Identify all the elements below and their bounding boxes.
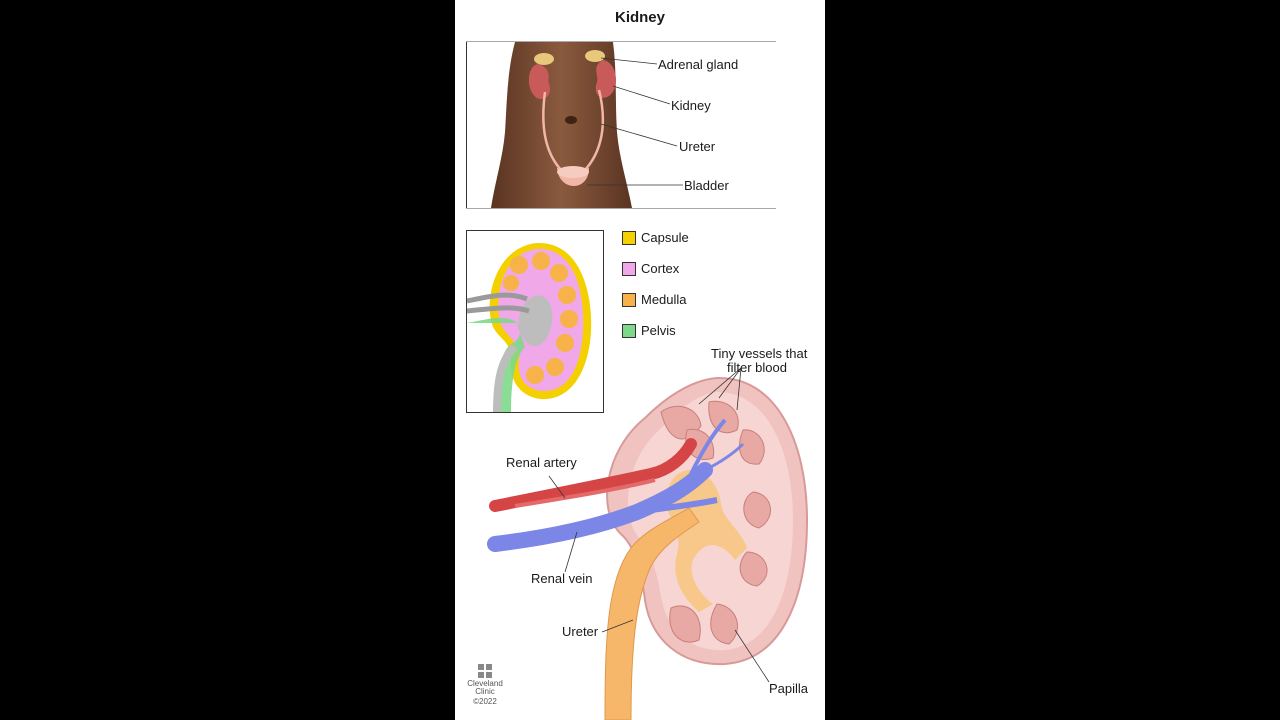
divider-line bbox=[466, 41, 776, 42]
label-tiny-vessels-line1: Tiny vessels that bbox=[711, 346, 808, 361]
legend-label-pelvis: Pelvis bbox=[641, 323, 676, 338]
capsule-swatch bbox=[622, 231, 636, 245]
legend-label-medulla: Medulla bbox=[641, 292, 687, 307]
divider-line bbox=[466, 208, 776, 209]
infographic-panel: Kidney bbox=[455, 0, 825, 720]
pelvis-swatch bbox=[622, 324, 636, 338]
label-kidney: Kidney bbox=[671, 98, 711, 113]
cortex-swatch bbox=[622, 262, 636, 276]
label-adrenal-gland: Adrenal gland bbox=[658, 57, 739, 72]
legend-label-capsule: Capsule bbox=[641, 230, 689, 245]
cleveland-clinic-logo: Cleveland Clinic ©2022 bbox=[463, 664, 507, 707]
label-ureter-detail: Ureter bbox=[562, 624, 599, 639]
label-tiny-vessels-line2: filter blood bbox=[727, 360, 787, 375]
logo-name-line2: Clinic bbox=[475, 687, 495, 696]
medulla-swatch bbox=[622, 293, 636, 307]
kidney-cross-section bbox=[467, 242, 592, 412]
label-bladder: Bladder bbox=[684, 178, 729, 193]
label-renal-artery: Renal artery bbox=[506, 455, 577, 470]
logo-name: Cleveland Clinic bbox=[463, 680, 507, 696]
label-ureter: Ureter bbox=[679, 139, 716, 154]
logo-copyright: ©2022 bbox=[473, 697, 497, 706]
body-illustration-box bbox=[466, 41, 765, 209]
diagram-title: Kidney bbox=[614, 9, 665, 26]
label-renal-vein: Renal vein bbox=[531, 571, 593, 586]
torso-illustration bbox=[491, 42, 683, 208]
label-papilla: Papilla bbox=[769, 681, 809, 696]
legend-label-cortex: Cortex bbox=[641, 261, 680, 276]
logo-name-line1: Cleveland bbox=[467, 679, 503, 688]
kidney-cross-section-inset bbox=[466, 230, 604, 413]
logo-mark-icon bbox=[478, 664, 492, 678]
